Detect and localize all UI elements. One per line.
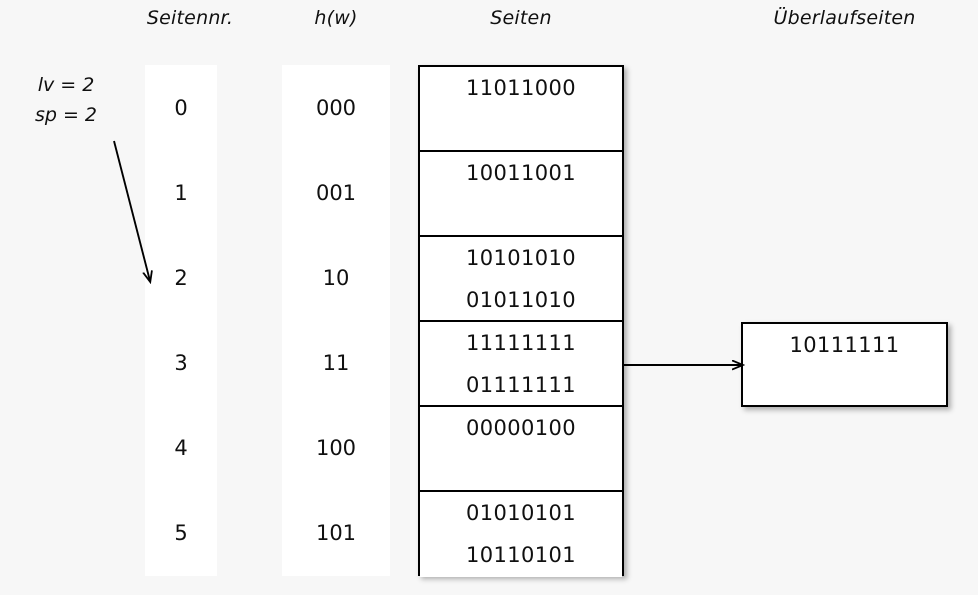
seiten-page-cell: 00000100: [420, 407, 622, 492]
page-entry: 10011001: [465, 161, 577, 185]
column-header-ueberlaufseiten: Überlaufseiten: [773, 7, 916, 29]
page-entry: 11111111: [465, 331, 577, 355]
hw-cell: 10: [322, 265, 350, 290]
parameter-annotation: lv = 2 sp = 2: [8, 70, 124, 130]
hw-cell: 11: [322, 350, 350, 375]
column-header-hw: h(w): [314, 7, 358, 29]
page-entry: 01010101: [465, 501, 577, 525]
param-lv: lv = 2: [37, 74, 95, 96]
hw-cell: 000: [315, 95, 357, 120]
page-entry: 11011000: [465, 76, 577, 100]
seiten-page-cell: 11011000: [420, 67, 622, 152]
column-header-seiten: Seiten: [490, 7, 552, 29]
seitennr-cell: 0: [174, 95, 188, 120]
seitennr-cell: 1: [174, 180, 188, 205]
page-entry: 01011010: [465, 288, 577, 312]
seiten-page-cell: 10101010 01011010: [420, 237, 622, 322]
seiten-table: 11011000 10011001 10101010 01011010 11111111…: [418, 65, 624, 577]
page-entry: 01111111: [465, 373, 577, 397]
column-header-seitennr: Seitennr.: [146, 7, 234, 29]
hw-cell: 101: [315, 520, 357, 545]
overflow-entry: 10111111: [789, 333, 900, 357]
param-sp: sp = 2: [34, 104, 98, 126]
page-entry: 10101010: [465, 246, 577, 270]
seiten-page-cell: 11111111 01111111: [420, 322, 622, 407]
seitennr-cell: 4: [174, 435, 188, 460]
page-entry: 10110101: [465, 543, 577, 567]
overflow-page-box: 10111111: [741, 322, 948, 407]
column-seitennr: 0 1 2 3 4 5: [145, 65, 217, 576]
seitennr-cell: 5: [174, 520, 188, 545]
hw-cell: 100: [315, 435, 357, 460]
seiten-page-cell: 01010101 10110101: [420, 492, 622, 577]
seitennr-cell: 3: [174, 350, 188, 375]
column-hw: 000 001 10 11 100 101: [282, 65, 390, 576]
page-entry: 00000100: [465, 416, 577, 440]
hw-cell: 001: [315, 180, 357, 205]
seitennr-cell: 2: [174, 265, 188, 290]
seiten-page-cell: 10011001: [420, 152, 622, 237]
